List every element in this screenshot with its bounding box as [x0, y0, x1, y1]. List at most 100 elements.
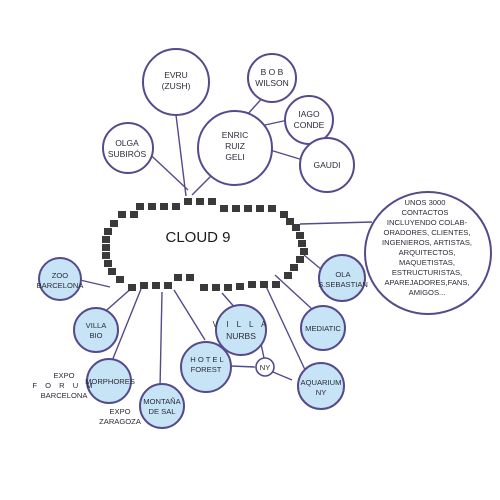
cloud-block [236, 283, 244, 290]
node-olga-subiros [102, 122, 154, 174]
cloud-block [248, 281, 256, 288]
cloud-block [292, 224, 300, 231]
cloud-block [136, 203, 144, 210]
cloud-block [272, 281, 280, 288]
zoo-label-2: BARCELONA [37, 281, 85, 290]
center-label: CLOUD 9 [165, 229, 230, 246]
contacts-line-2: CONTACTOS [402, 208, 449, 217]
bob-label-2: WILSON [255, 78, 289, 88]
cloud-block [174, 274, 182, 281]
cloud-block [130, 211, 138, 218]
cloud-block [152, 282, 160, 289]
morphores-label: MORPHORES [85, 377, 135, 386]
node-gaudi [299, 137, 355, 193]
contacts-line-3: INCLUYENDO COLAB- [387, 218, 468, 227]
montana-label-2: DE SAL [148, 407, 175, 416]
olga-label-2: SUBIRÓS [108, 149, 147, 159]
cloud-block [286, 218, 294, 225]
cloud-block [102, 252, 110, 259]
cloud-outline [102, 198, 308, 291]
cloud-block [102, 244, 110, 251]
contacts-bubble [364, 191, 492, 315]
node-evru [142, 48, 210, 116]
gaudi-label: GAUDI [314, 160, 341, 170]
cloud-block [148, 203, 156, 210]
node-hotel-forest [180, 341, 232, 393]
cloud-block [200, 284, 208, 291]
aquarium-label-2: NY [316, 388, 327, 397]
aquarium-label-1: AQUARIUM [301, 378, 342, 387]
cloud-block [186, 274, 194, 281]
olga-label-1: OLGA [115, 138, 139, 148]
ola-label-1: OLA [335, 270, 351, 279]
villa-bio-label-2: BIO [89, 331, 102, 340]
cloud-block [172, 203, 180, 210]
cloud-block [224, 284, 232, 291]
cloud-block [298, 240, 306, 247]
cloud-block [212, 284, 220, 291]
cloud-block [118, 211, 126, 218]
cloud-block [268, 205, 276, 212]
node-mediatic [300, 305, 346, 351]
cloud-block [296, 232, 304, 239]
mediatic-label: MEDIATIC [305, 324, 341, 333]
contacts-line-1: UNOS 3000 [405, 198, 446, 207]
contacts-line-5: INGENIEROS, ARTISTAS, [382, 238, 472, 247]
hotel-forest-label-2: FOREST [191, 365, 222, 374]
connector-lines [79, 94, 373, 389]
cloud-block [108, 268, 116, 275]
hotel-forest-label-1: H O T E L [190, 355, 223, 364]
expo-zaragoza-label-2: ZARAGOZA [99, 417, 142, 426]
contacts-line-9: APAREJADORES,FANS, [384, 278, 469, 287]
cloud-block [296, 256, 304, 263]
cloud-block [260, 281, 268, 288]
expo-zaragoza-label-1: EXPO [109, 407, 130, 416]
cloud-block [116, 276, 124, 283]
cloud-block [104, 260, 112, 267]
cloud-block [300, 248, 308, 255]
iago-label-1: IAGO [298, 109, 320, 119]
contacts-line-6: ARQUITECTOS, [399, 248, 456, 257]
cloud-block [256, 205, 264, 212]
node-villa-nurbs [215, 304, 267, 356]
expo-forum-label-3: BARCELONA [41, 391, 89, 400]
cloud-block [244, 205, 252, 212]
node-montana-de-sal [139, 383, 185, 429]
contacts-line-4: ORADORES, CLIENTES, [384, 228, 471, 237]
enric-label-1: ENRIC [222, 130, 248, 140]
node-villa-bio [73, 307, 119, 353]
cloud-block [164, 282, 172, 289]
cloud-block [284, 272, 292, 279]
cloud-block [290, 264, 298, 271]
cloud-block [184, 198, 192, 205]
enric-label-3: GELI [225, 152, 244, 162]
cloud-block [232, 205, 240, 212]
contacts-line-7: MAQUETISTAS, [399, 258, 455, 267]
cloud-block [196, 198, 204, 205]
zoo-label-1: ZOO [52, 271, 69, 280]
ny-label: NY [260, 363, 271, 372]
iago-label-2: CONDE [294, 120, 325, 130]
villa-bio-label-1: VILLA [86, 321, 108, 330]
node-ola-ssebastian [318, 254, 366, 302]
cloud-block [104, 228, 112, 235]
contacts-line-10: AMIGOS... [409, 288, 446, 297]
cloud-block [128, 284, 136, 291]
cloud-block [280, 211, 288, 218]
evru-label-1: EVRU [164, 70, 188, 80]
node-morphores [86, 358, 132, 404]
cloud-block [220, 205, 228, 212]
cloud-block [140, 282, 148, 289]
bob-label-1: B O B [261, 67, 284, 77]
evru-label-2: (ZUSH) [162, 81, 191, 91]
cloud-block [102, 236, 110, 243]
node-zoo-barcelona [38, 257, 82, 301]
enric-label-2: RUIZ [225, 141, 245, 151]
villa-nurbs-label-2: NURBS [226, 331, 256, 341]
contacts-line-8: ESTRUCTURISTAS, [392, 268, 462, 277]
node-enric-ruiz-geli [197, 110, 273, 186]
nodes [38, 48, 492, 429]
expo-forum-label-1: EXPO [53, 371, 74, 380]
node-ny [255, 357, 275, 377]
